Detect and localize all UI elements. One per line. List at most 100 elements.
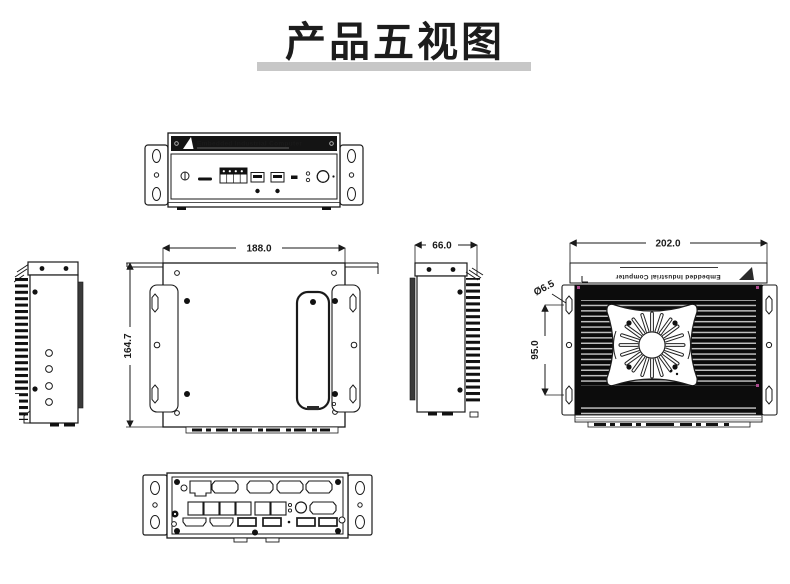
logo-icon [183, 137, 194, 149]
mount-rail-right [331, 284, 361, 413]
dim-label-depth: 66.0 [432, 241, 452, 252]
mount-ear-left [142, 474, 168, 536]
screw-dot [32, 289, 38, 295]
dim-label-height: 164.7 [123, 333, 134, 358]
rear-view [142, 472, 373, 543]
heatsink-fins [15, 276, 30, 394]
display-port [296, 517, 316, 527]
chassis-body [29, 274, 79, 424]
hdmi-port [182, 517, 207, 527]
antenna-hole [338, 516, 346, 524]
keyhole-slot [565, 385, 573, 405]
ear-hole [357, 502, 363, 508]
chassis-body [416, 275, 466, 413]
keyhole-slot [349, 293, 357, 313]
reset-port [291, 175, 298, 179]
screw-dot [335, 479, 341, 485]
dim-label-top-width: 202.0 [655, 239, 680, 250]
antenna-hole [171, 521, 177, 527]
cover-tab [307, 406, 319, 410]
screw-dot [39, 266, 45, 271]
brand-label: Embedded Industrial Computer [197, 141, 302, 148]
screw-dot [332, 298, 338, 304]
corner-hole [174, 410, 180, 416]
screw-dot [457, 289, 463, 295]
top-tabs [126, 262, 379, 274]
serial-port [305, 480, 333, 494]
keyhole-slot [565, 295, 573, 315]
lan-port [189, 480, 212, 497]
mount-ear-right [339, 144, 364, 206]
heatsink-fins-lower [19, 394, 30, 420]
screw-dot [184, 391, 190, 397]
screw-dot [32, 386, 38, 392]
usb-port-1 [250, 172, 265, 194]
sim-slot [198, 177, 212, 181]
dim-label-width: 188.0 [246, 244, 271, 255]
access-cover [295, 290, 336, 411]
bottom-connector-strip [185, 426, 339, 434]
dim-width: 188.0 [162, 244, 346, 263]
mount-ear-left [144, 144, 169, 206]
right-side-view: 66.0 [409, 241, 484, 418]
corner-hole [331, 270, 337, 276]
foot [233, 537, 248, 543]
logo-icon-reversed [739, 267, 754, 280]
ear-hole [152, 502, 158, 508]
screw-dot [626, 364, 632, 370]
top-view: 202.0 Embedded Industrial Computer [530, 239, 778, 428]
rail-hole [350, 341, 358, 349]
heatsink-fins [465, 278, 480, 403]
screw-dot [184, 298, 190, 304]
ear-slot [355, 481, 365, 495]
power-button [316, 170, 330, 183]
foot [322, 207, 331, 210]
keyhole-slot [151, 293, 159, 313]
serial-port [246, 480, 274, 494]
dim-label-spacing: 95.0 [530, 340, 541, 360]
power-jack [294, 501, 308, 514]
antenna-holes [45, 349, 53, 406]
port-row-middle [187, 501, 287, 516]
lan-port [270, 501, 287, 516]
bottom-connector [442, 412, 453, 416]
screw-dot [275, 188, 280, 194]
terminal-block [219, 167, 248, 184]
led-indicator [305, 171, 311, 176]
hdmi-port [209, 517, 234, 527]
ear-slot [152, 187, 161, 201]
top-plate: Embedded Industrial Computer [569, 262, 768, 284]
pinhole [287, 520, 291, 524]
rear-panel-edge [77, 281, 84, 409]
ear-hole [153, 172, 160, 178]
strip-hole [329, 141, 334, 146]
lan-port [254, 501, 271, 516]
keyhole-slot [765, 295, 773, 315]
corner-hole [174, 270, 180, 276]
screw-dot [426, 267, 432, 272]
audio-jack [180, 171, 190, 181]
front-view: Embedded Industrial Computer [144, 132, 364, 210]
bottom-step [23, 410, 31, 424]
front-edge [574, 414, 763, 428]
ear-slot [355, 515, 365, 529]
ear-hole [348, 172, 355, 178]
dim-hole-spacing: 95.0 [530, 304, 564, 396]
mount-ear-right [761, 284, 778, 416]
dim-top-width: 202.0 [569, 239, 768, 263]
rear-panel-edge [409, 277, 416, 401]
screw-dot [174, 479, 180, 485]
bottom-connector [428, 412, 437, 416]
display-port [262, 517, 282, 527]
screw-dot [332, 391, 338, 397]
page-title: 产品五视图 [285, 19, 505, 65]
title-underline [257, 62, 531, 71]
ear-slot [347, 149, 356, 163]
foot [265, 537, 280, 543]
screw-dot [626, 320, 632, 326]
fan-plate [606, 303, 698, 387]
ear-hole [565, 341, 573, 349]
top-bracket [27, 261, 79, 276]
screw-dot [672, 364, 678, 370]
